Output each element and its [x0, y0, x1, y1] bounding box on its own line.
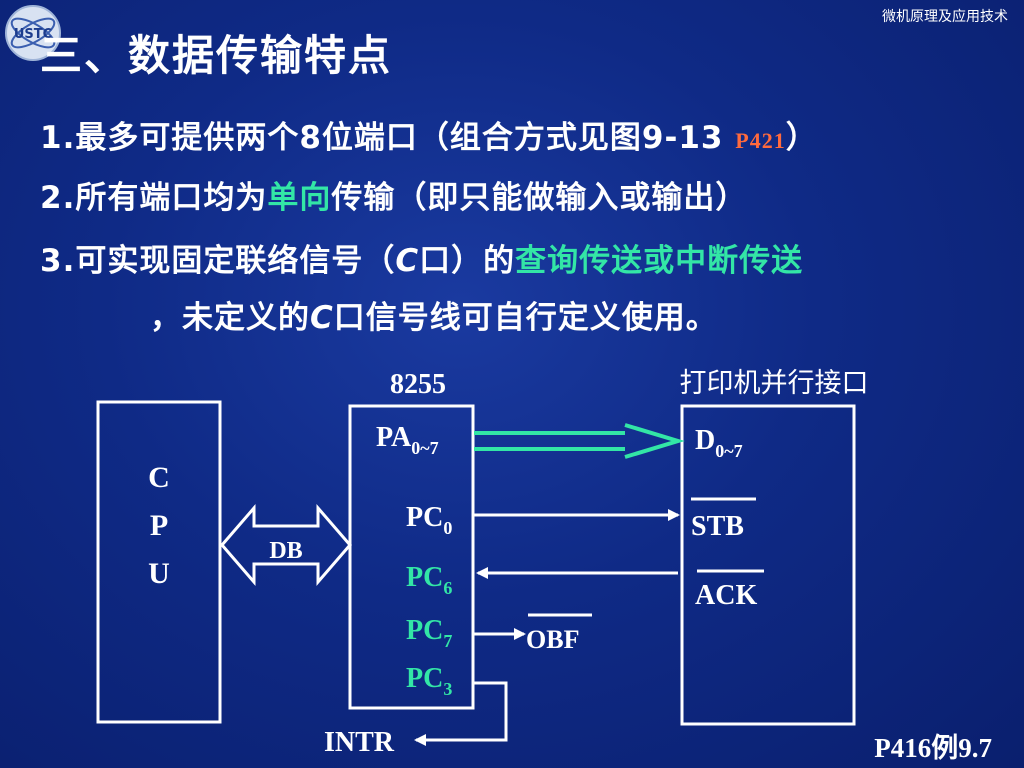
point-4-pre: ，未定义的 — [150, 300, 310, 336]
point-2-pre: 所有端口均为 — [75, 180, 268, 216]
logo-text: USTC — [14, 27, 52, 42]
ack-label: ACK — [695, 580, 757, 611]
cpu-box — [96, 400, 222, 724]
pc3-label: PC3 — [406, 663, 452, 699]
point-4-c: C — [310, 300, 334, 336]
pc3-to-intr-line — [414, 681, 508, 746]
course-title: 微机原理及应用技术 — [882, 9, 1008, 25]
pc0-label: PC0 — [406, 502, 452, 538]
point-3: 3.可实现固定联络信号（C口）的查询传送或中断传送 — [40, 235, 803, 280]
point-3-mid: 口）的 — [419, 243, 516, 279]
point-1-number: 1. — [40, 120, 76, 156]
chip-label: 8255 — [390, 369, 446, 400]
point-3-pre: 可实现固定联络信号（ — [75, 243, 396, 279]
point-1: 1.最多可提供两个8位端口（组合方式见图9-13 P421） — [40, 112, 818, 157]
chip-8255-box — [348, 404, 475, 710]
cpu-letter-u: U — [148, 557, 170, 590]
slide-title: 三、数据传输特点 — [40, 31, 393, 80]
printer-interface-box — [680, 404, 856, 726]
stb-label: STB — [691, 511, 744, 542]
d-label: D0~7 — [695, 425, 743, 461]
point-1-end: ） — [785, 120, 818, 156]
point-1-page-ref: P421 — [735, 128, 786, 153]
point-3-continuation: ，未定义的C口信号线可自行定义使用。 — [150, 292, 718, 337]
pc6-label: PC6 — [406, 562, 452, 598]
cpu-letter-c: C — [148, 461, 170, 494]
point-2: 2.所有端口均为单向传输（即只能做输入或输出） — [40, 172, 747, 217]
point-2-number: 2. — [40, 180, 76, 216]
point-1-text: 最多可提供两个8位端口（组合方式见图9-13 — [75, 120, 736, 156]
example-reference: P416例9.7 — [874, 733, 992, 763]
point-3-number: 3. — [40, 243, 76, 279]
printer-label: 打印机并行接口 — [680, 368, 869, 399]
pa-to-d-arrow — [474, 423, 685, 459]
pa-label: PA0~7 — [376, 422, 439, 458]
university-logo: USTC — [5, 5, 61, 61]
cpu-letter-p: P — [150, 509, 168, 542]
point-2-highlight: 单向 — [267, 180, 332, 216]
intr-label: INTR — [324, 727, 395, 758]
point-3-c: C — [395, 243, 420, 279]
pc7-label: PC7 — [406, 615, 452, 651]
point-2-post: 传输（即只能做输入或输出） — [331, 180, 748, 216]
point-4-post: 口信号线可自行定义使用。 — [333, 300, 718, 336]
bus-label: DB — [269, 538, 302, 564]
point-3-highlight: 查询传送或中断传送 — [515, 243, 804, 279]
obf-label: OBF — [526, 625, 579, 654]
